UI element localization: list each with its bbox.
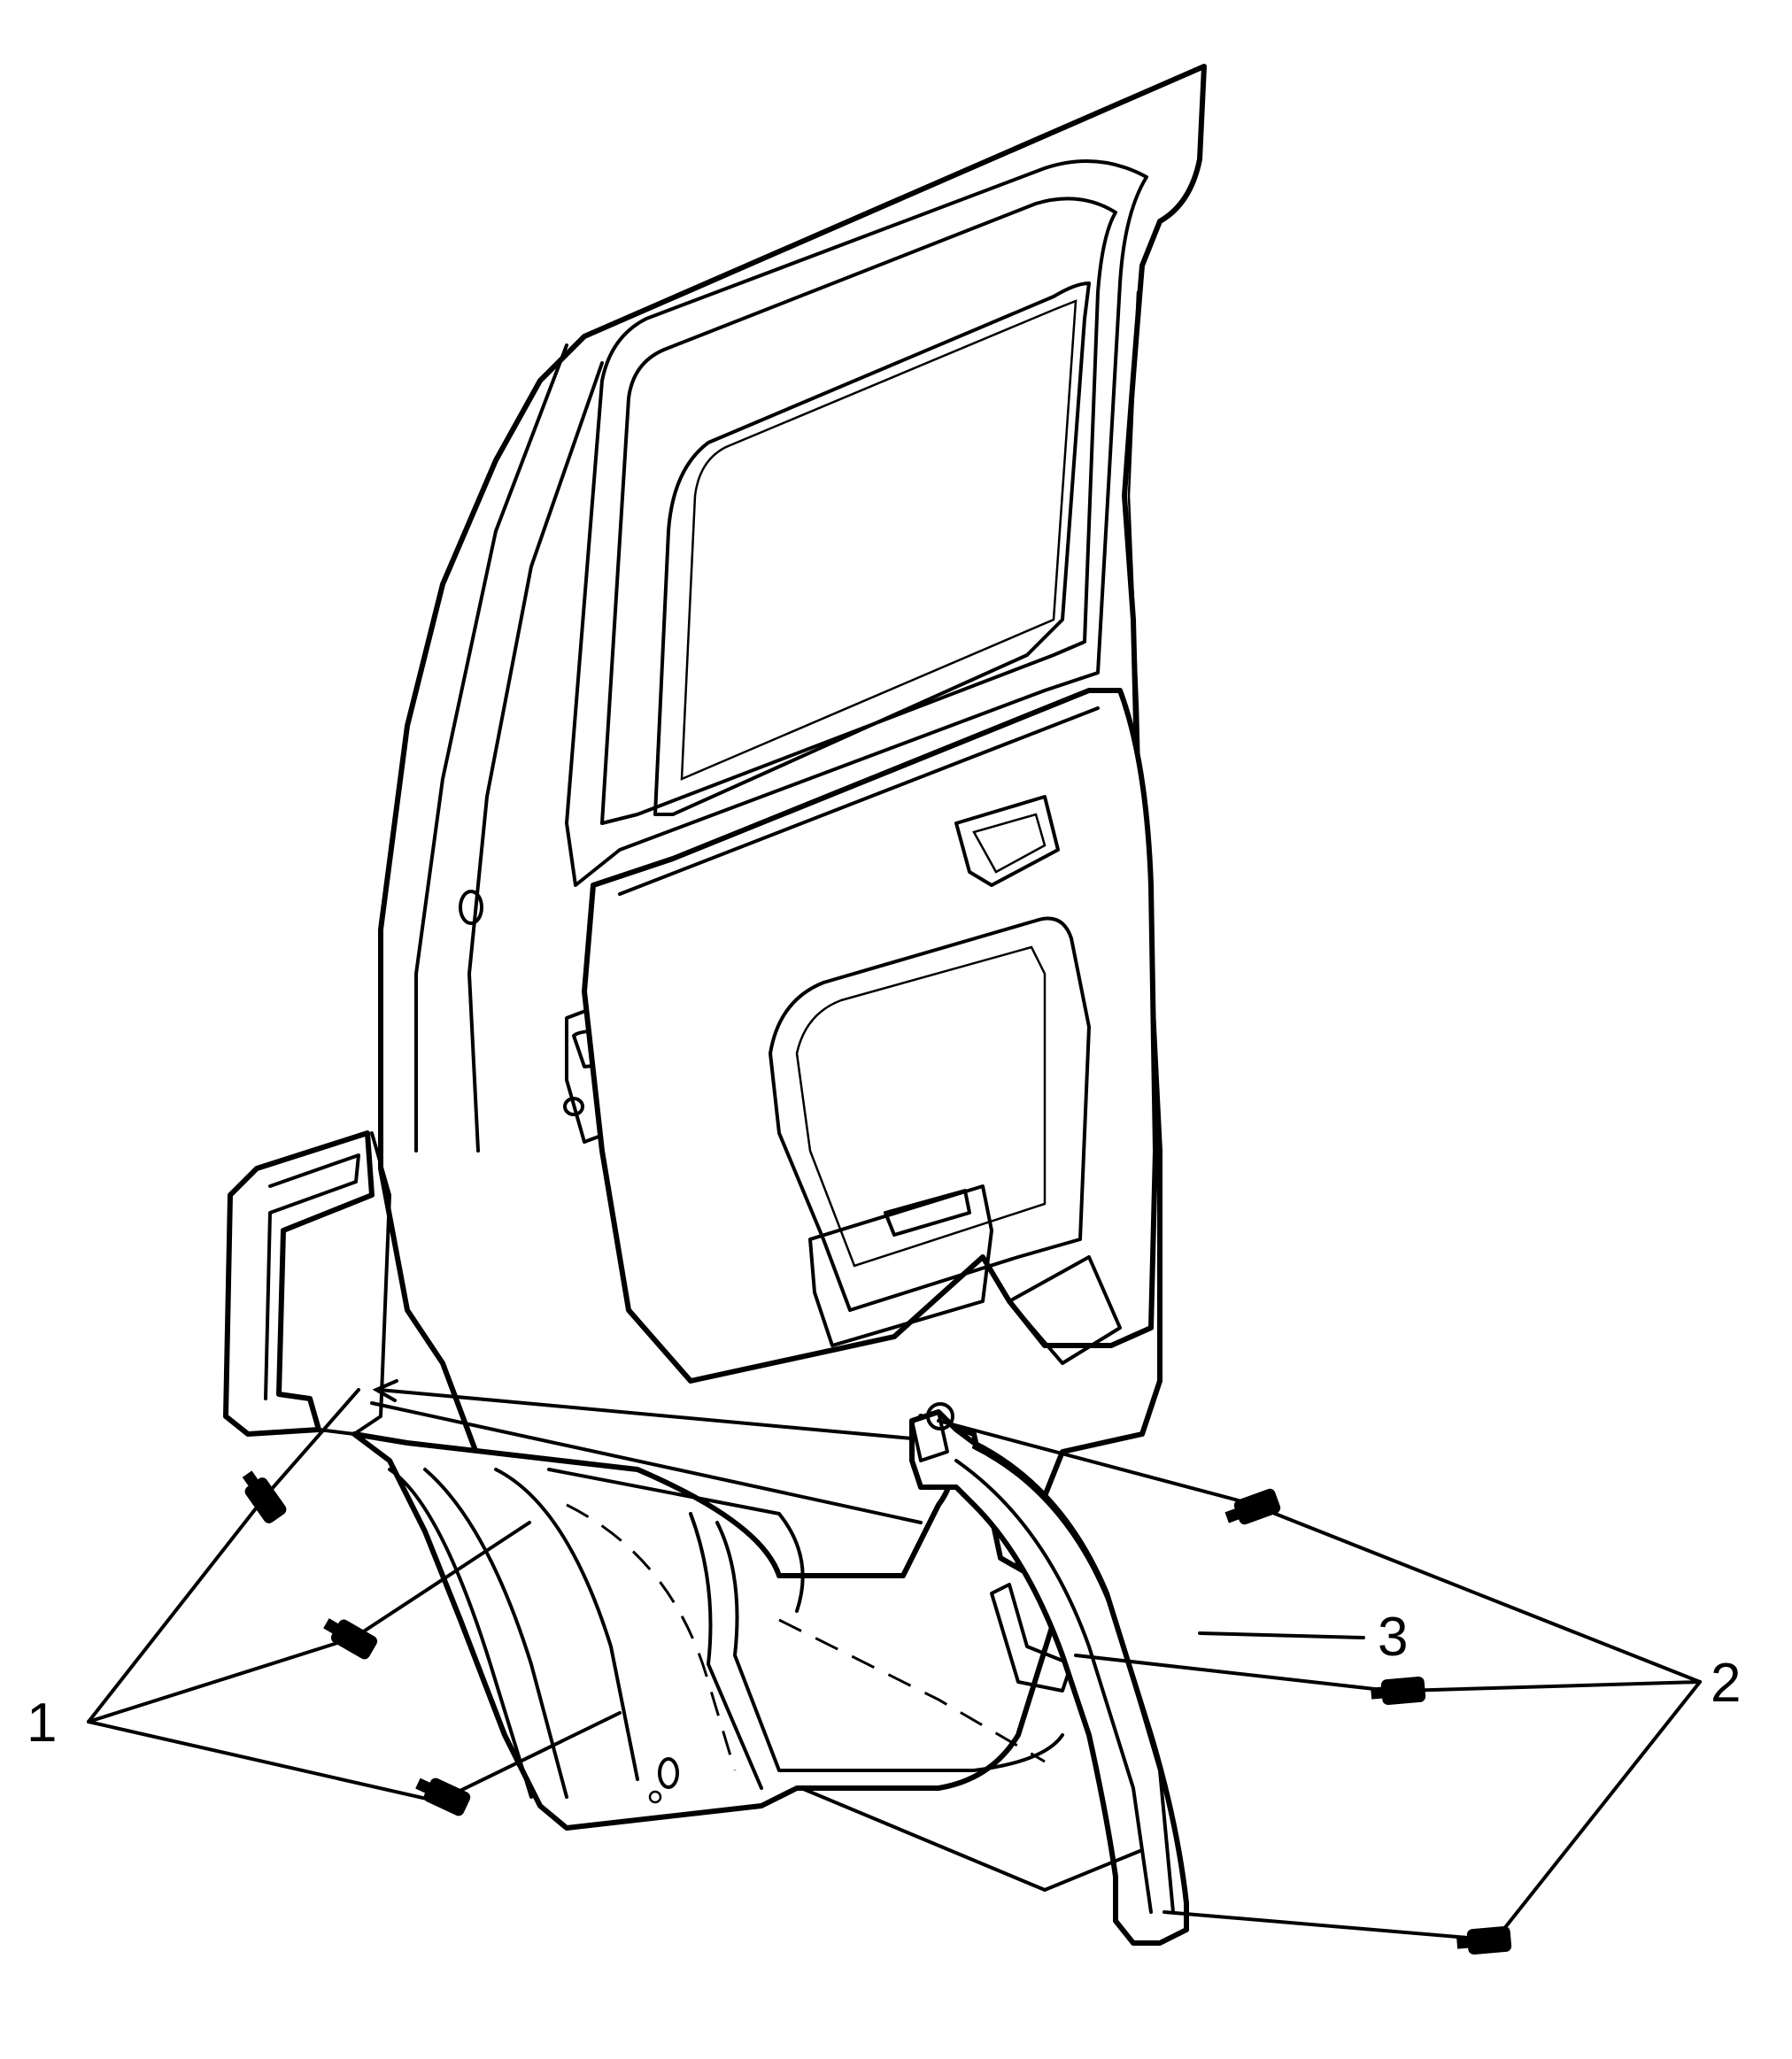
trim-panel-upper-edge — [618, 706, 1100, 896]
leader-fastener-1c — [436, 1711, 622, 1803]
sill-inner-pocket — [715, 1521, 1064, 1772]
sill-inner-pocket-2 — [689, 1512, 763, 1790]
leader-1b — [87, 1636, 356, 1724]
sill-clip-hole-2 — [648, 1790, 662, 1804]
window-glass-inner — [680, 299, 1078, 781]
edge-trim-inner-2 — [972, 1446, 1175, 1914]
window-surround-outer — [565, 159, 1148, 887]
armrest-pocket-inner — [795, 945, 1047, 1268]
pillar-body — [317, 1131, 391, 1436]
door-edge-line — [414, 343, 568, 1153]
leader-fastener-2c — [1162, 1910, 1480, 1940]
hinge-hole — [459, 890, 483, 925]
leader-fastener-1a — [264, 1388, 360, 1498]
removal-arrow-line — [377, 1388, 914, 1440]
pillar-trim-inner — [264, 1153, 360, 1400]
window-glass-edge — [653, 281, 1091, 816]
fastener-1a-icon — [242, 1470, 287, 1523]
fastener-2c-icon — [1456, 1925, 1512, 1955]
door-pull-handle — [954, 795, 1060, 887]
pillar-trim-outline — [223, 1130, 375, 1437]
fastener-1c-icon — [415, 1778, 471, 1816]
leader-sill-v-right — [1043, 1848, 1144, 1892]
window-frame-ring — [600, 197, 1117, 825]
sill-groove-upper — [547, 1468, 805, 1613]
window-switch-bezel — [808, 1184, 993, 1347]
sill-dash-line-2 — [778, 1618, 1046, 1763]
door-trim-panel — [582, 688, 1158, 1384]
fastener-2b-icon — [1371, 1676, 1426, 1706]
leader-3 — [1198, 1631, 1365, 1639]
leader-2b — [1402, 1680, 1702, 1693]
callout-2: 2 — [1711, 1653, 1741, 1714]
removal-direction-line — [370, 1401, 923, 1524]
callout-3: 3 — [1378, 1607, 1408, 1668]
leader-1a — [87, 1494, 267, 1724]
latch-bolt-3 — [563, 1097, 584, 1116]
callout-labels: 1 2 3 — [27, 1607, 1741, 1754]
sill-dash-line — [566, 1503, 737, 1771]
b-pillar-trim — [223, 1130, 391, 1437]
edge-trim-clip — [926, 1402, 954, 1431]
removal-arrow-head — [372, 1379, 398, 1402]
leader-fastener-1b — [352, 1521, 531, 1639]
sill-rib-1 — [388, 1468, 533, 1799]
edge-trim-inner-1 — [954, 1459, 1153, 1914]
leader-1c — [87, 1720, 440, 1803]
fasteners — [242, 1470, 1512, 1955]
door-pull-handle-inner — [972, 813, 1047, 874]
window-switch — [884, 1189, 971, 1237]
leader-2c — [1495, 1680, 1702, 1940]
leader-lines — [87, 1379, 1702, 1940]
leader-2a — [1255, 1505, 1702, 1684]
sill-rib-3 — [494, 1468, 639, 1781]
trim-panel-lower — [1008, 1255, 1122, 1365]
fastener-2a-icon — [1224, 1488, 1281, 1525]
callout-1: 1 — [27, 1693, 57, 1754]
fastener-1b-icon — [323, 1618, 378, 1660]
rear-edge-trim-strip — [909, 1402, 1189, 1946]
leader-fastener-2a — [937, 1419, 1250, 1505]
sill-clip-hole-1 — [658, 1757, 679, 1789]
door-edge-line-2 — [467, 361, 604, 1153]
edge-trim-outline — [909, 1409, 1189, 1946]
armrest-pocket-outer — [769, 916, 1091, 1312]
leader-sill-v-left — [799, 1786, 1047, 1892]
leader-fastener-2b — [1074, 1654, 1392, 1693]
